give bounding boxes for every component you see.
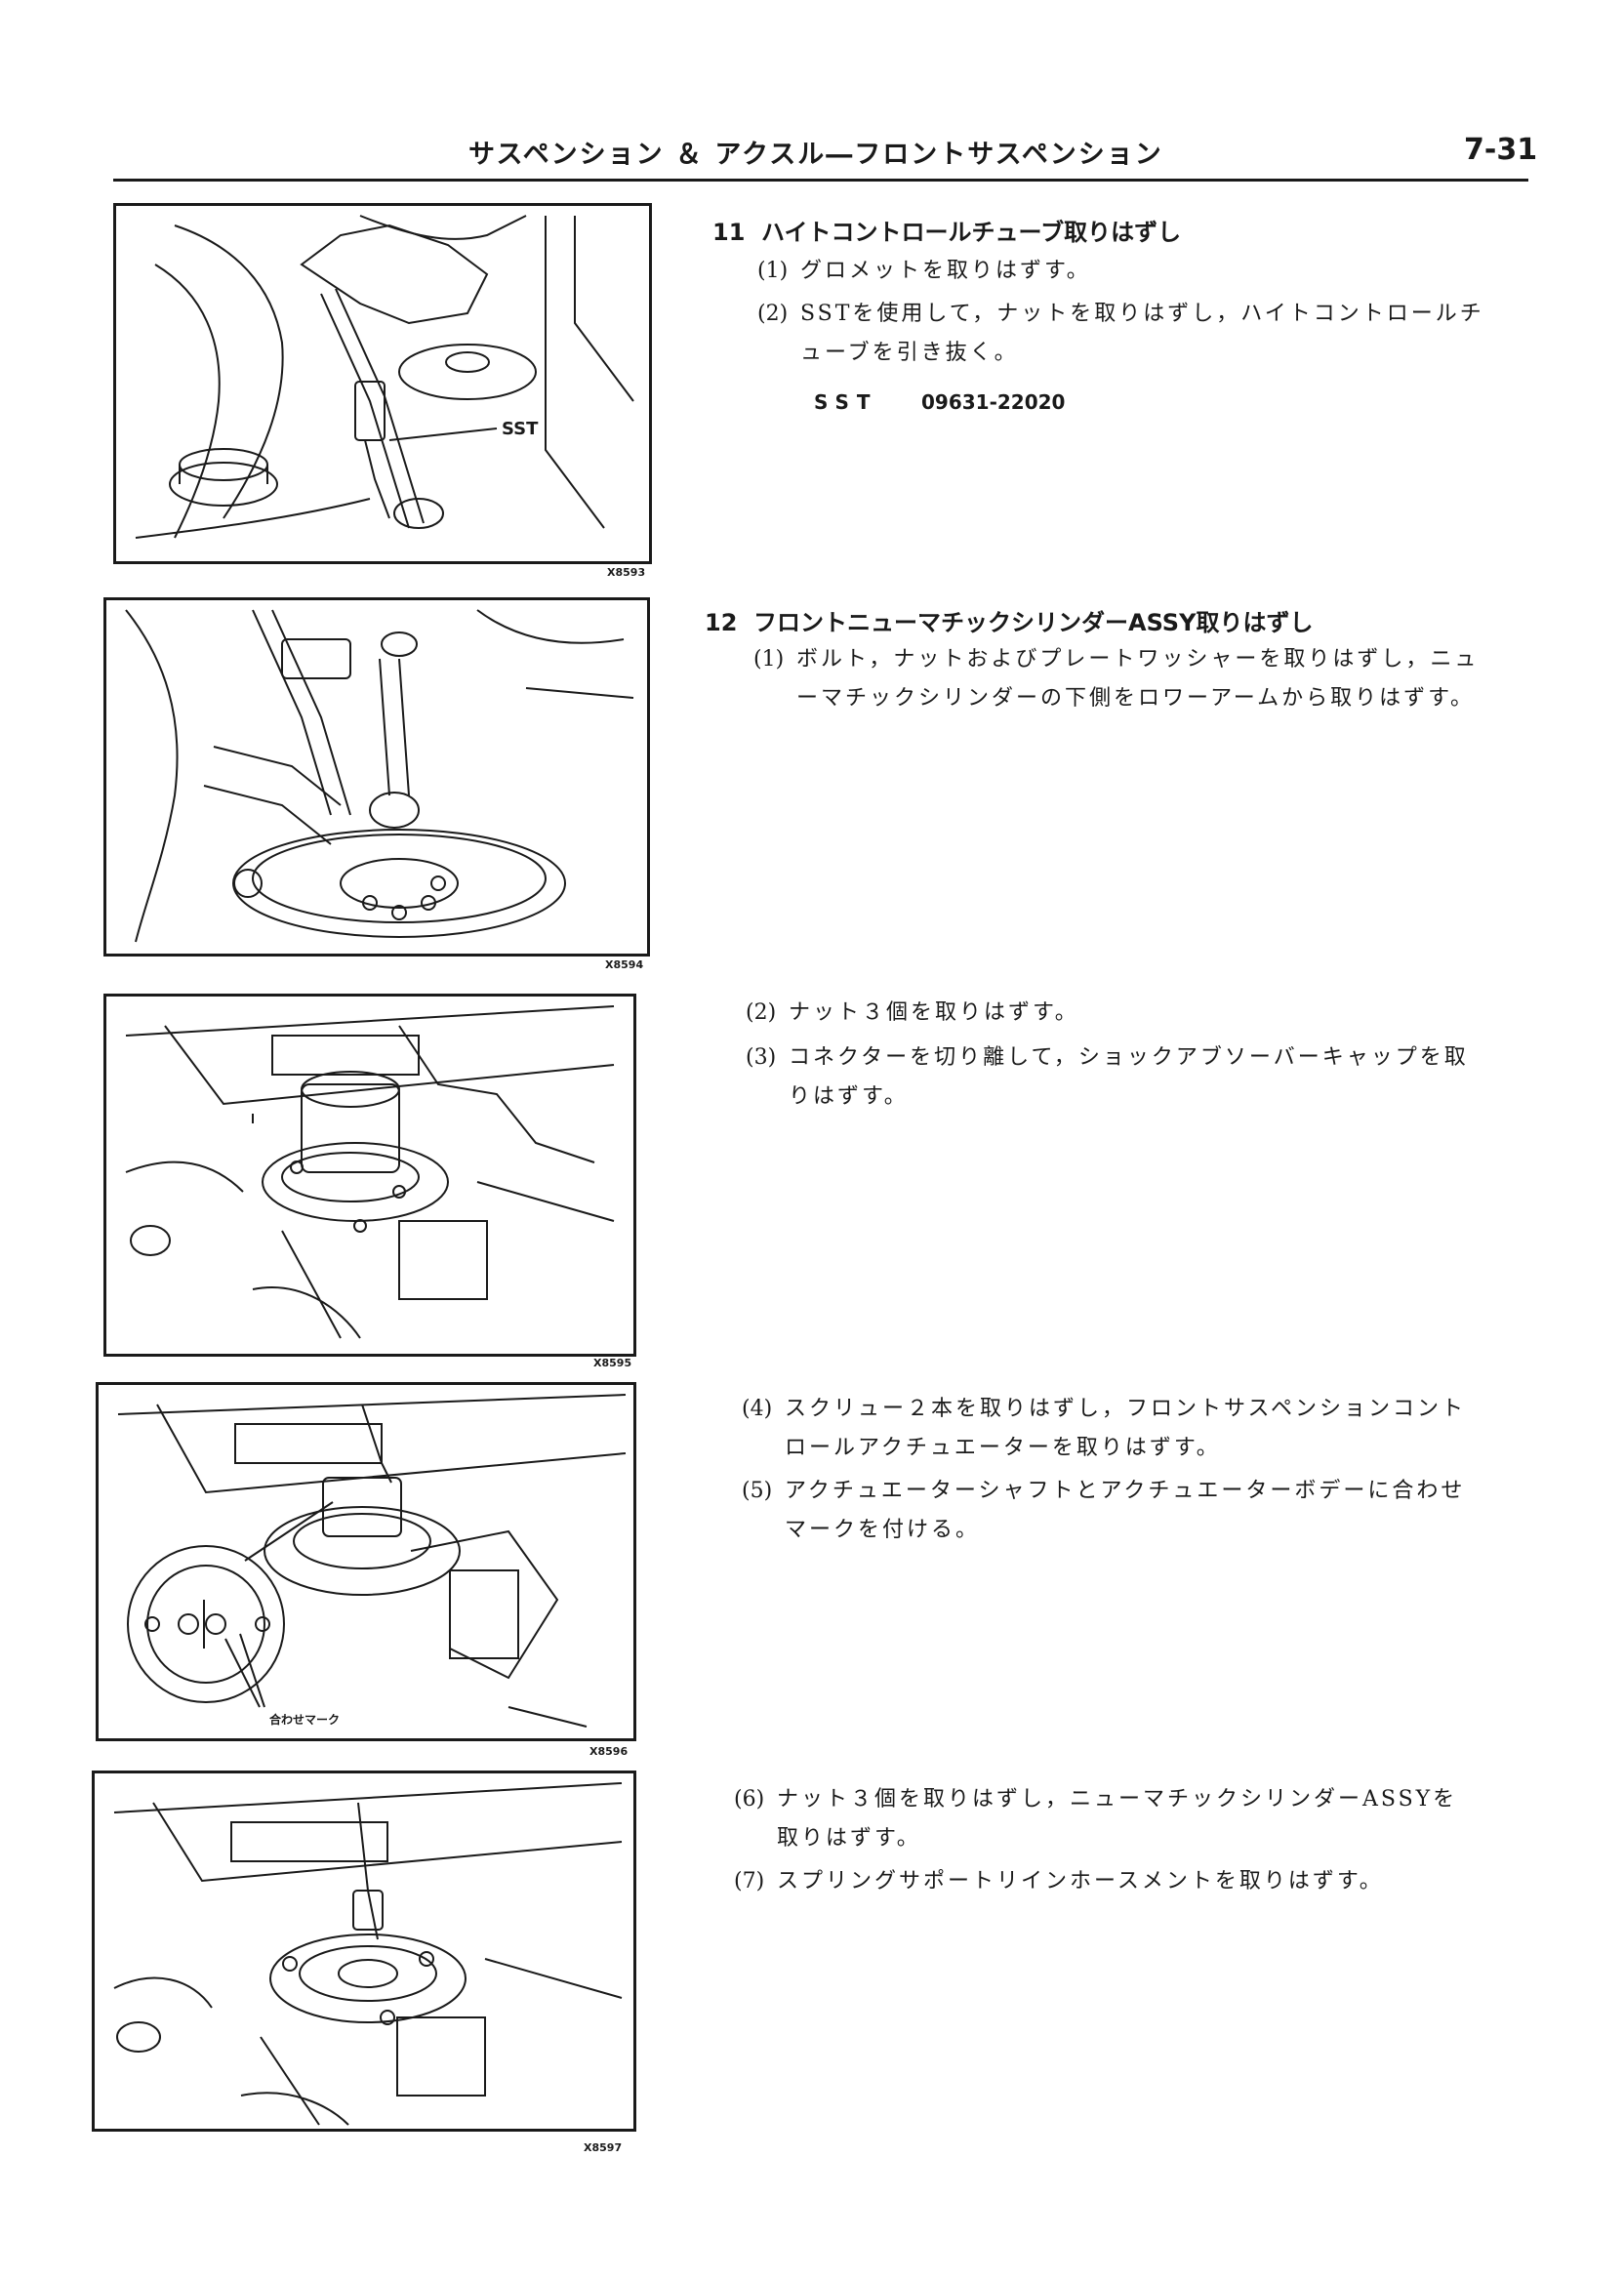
figure-x8596-illustration: 合わせマーク	[117, 1394, 627, 1728]
section-12-title: フロントニューマチックシリンダーASSY取りはずし	[753, 609, 1314, 636]
section-12-step-7: (7) スプリングサポートリインホースメントを取りはずす。	[734, 1862, 1384, 1901]
figure-x8597-code: X8597	[584, 2141, 623, 2154]
header-rule	[113, 179, 1528, 182]
step-text: SSTを使用して，ナットを取りはずし，ハイトコントロールチ	[800, 302, 1484, 326]
figure-x8593-code: X8593	[607, 566, 646, 579]
figure-x8593: SST	[113, 203, 652, 564]
step-number: (1)	[757, 259, 789, 283]
figure-x8593-illustration: SST	[135, 215, 634, 539]
step-text: グロメットを取りはずす。	[800, 259, 1091, 283]
step-text-cont: ューブを引き抜く。	[800, 341, 1019, 365]
section-12-step-4: (4) スクリュー２本を取りはずし，フロントサスペンションコント ロールアクチュエ…	[742, 1390, 1466, 1468]
section-12-step-1: (1) ボルト，ナットおよびプレートワッシャーを取りはずし，ニュ ーマチックシリン…	[753, 640, 1479, 718]
section-12-heading: 12 フロントニューマチックシリンダーASSY取りはずし	[705, 603, 1313, 637]
step-text-cont: りはずす。	[789, 1084, 909, 1109]
figure-x8597	[92, 1771, 636, 2132]
section-11-heading: 11 ハイトコントロールチューブ取りはずし	[712, 213, 1181, 247]
figure-x8595-code: X8595	[593, 1357, 632, 1369]
step-text: ナット３個を取りはずし，ニューマチックシリンダーASSYを	[777, 1787, 1458, 1812]
step-text: ナット３個を取りはずす。	[789, 1000, 1079, 1025]
step-text-cont: 取りはずす。	[777, 1826, 921, 1851]
sst-label: SST	[814, 390, 878, 414]
figure-x8594	[103, 597, 650, 957]
section-11-step-2: (2) SSTを使用して，ナットを取りはずし，ハイトコントロールチ ューブを引き抜…	[757, 295, 1484, 373]
step-number: (1)	[753, 647, 785, 672]
figure-x8596-label: 合わせマーク	[269, 1712, 340, 1727]
step-text: スプリングサポートリインホースメントを取りはずす。	[777, 1869, 1384, 1893]
step-text-cont: マークを付ける。	[785, 1518, 981, 1542]
figure-x8596-code: X8596	[589, 1745, 629, 1758]
figure-x8595	[103, 994, 636, 1357]
step-number: (2)	[757, 302, 789, 326]
step-number: (4)	[742, 1397, 773, 1421]
step-text: ボルト，ナットおよびプレートワッシャーを取りはずし，ニュ	[796, 647, 1480, 672]
step-number: (6)	[734, 1787, 765, 1812]
step-number: (2)	[746, 1000, 777, 1025]
sst-line: SST 09631-22020	[814, 390, 1065, 414]
step-text-cont: ーマチックシリンダーの下側をロワーアームから取りはずす。	[796, 686, 1475, 711]
section-11-step-1: (1) グロメットを取りはずす。	[757, 252, 1091, 291]
section-12-step-5: (5) アクチュエーターシャフトとアクチュエーターボデーに合わせ マークを付ける。	[742, 1472, 1465, 1550]
sst-code: 09631-22020	[921, 390, 1066, 414]
step-text-cont: ロールアクチュエーターを取りはずす。	[785, 1436, 1221, 1460]
step-text: スクリュー２本を取りはずし，フロントサスペンションコント	[785, 1397, 1467, 1421]
step-number: (7)	[734, 1869, 765, 1893]
figure-x8594-code: X8594	[605, 958, 644, 971]
figure-x8594-illustration	[125, 609, 634, 943]
step-text: アクチュエーターシャフトとアクチュエーターボデーに合わせ	[785, 1479, 1466, 1503]
step-number: (3)	[746, 1045, 777, 1070]
step-number: (5)	[742, 1479, 773, 1503]
section-12-number: 12	[705, 609, 738, 636]
header-title: サスペンション ＆ アクスル―フロントサスペンション	[468, 140, 1163, 170]
section-12-step-2: (2) ナット３個を取りはずす。	[746, 994, 1079, 1033]
step-text: コネクターを切り離して，ショックアブソーバーキャップを取	[789, 1045, 1469, 1070]
page-number: 7-31	[1464, 133, 1538, 167]
section-12-step-6: (6) ナット３個を取りはずし，ニューマチックシリンダーASSYを 取りはずす。	[734, 1780, 1457, 1858]
section-12-step-3: (3) コネクターを切り離して，ショックアブソーバーキャップを取 りはずす。	[746, 1038, 1469, 1117]
figure-x8595-illustration	[125, 1005, 615, 1339]
figure-x8596: 合わせマーク	[96, 1382, 636, 1741]
section-11-number: 11	[712, 219, 746, 246]
figure-x8593-label: SST	[502, 419, 539, 439]
section-11-title: ハイトコントロールチューブ取りはずし	[761, 219, 1182, 246]
figure-x8597-illustration	[113, 1782, 623, 2126]
